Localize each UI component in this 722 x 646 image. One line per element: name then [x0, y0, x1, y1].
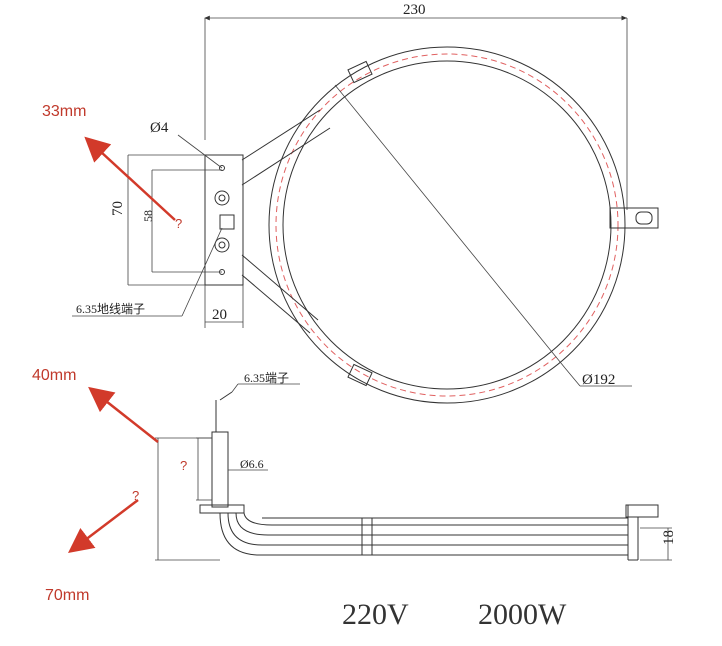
ground-terminal-leader: 6.35地线端子 [72, 227, 223, 317]
ring-diameter-leader: Ø192 [564, 367, 632, 388]
annotation-40mm: 40mm [32, 367, 159, 443]
dimension-20: 20 [204, 285, 244, 328]
side-height-dimension [155, 437, 220, 561]
dimension-230: 230 [204, 2, 628, 210]
dimension-20-label: 20 [212, 307, 227, 323]
mounting-plate [204, 154, 244, 286]
dimension-70-label: 70 [110, 201, 126, 216]
tube-diameter-label: Ø6.6 [240, 457, 264, 471]
annotation-70mm-label: 70mm [45, 587, 89, 604]
dimension-18: 18 [640, 527, 677, 561]
side-view [199, 391, 659, 561]
hole-diameter-leader: Ø4 [150, 120, 223, 169]
ground-terminal-label: 6.35地线端子 [76, 302, 145, 316]
dimension-230-label: 230 [403, 2, 426, 18]
ring-arms [241, 109, 331, 334]
question-mark-mid: ? [180, 458, 187, 473]
voltage-spec: 220V [342, 598, 409, 631]
tube-diameter: Ø6.6 [196, 437, 268, 501]
dimension-58: 58 [141, 169, 222, 273]
dimension-58-label: 58 [141, 210, 155, 222]
dimension-18-label: 18 [661, 530, 677, 545]
terminal-leader: 6.35端子 [231, 371, 300, 393]
hole-diameter-label: Ø4 [150, 120, 169, 136]
terminal-label: 6.35端子 [244, 371, 289, 385]
annotation-33mm: 33mm [42, 103, 176, 221]
power-spec: 2000W [478, 598, 567, 631]
question-mark-top: ? [175, 216, 182, 231]
question-mark-bottom: ? [132, 488, 139, 503]
annotation-70mm: 70mm [45, 499, 139, 604]
ring-diameter-label: Ø192 [582, 372, 615, 388]
annotation-33mm-label: 33mm [42, 103, 86, 120]
annotation-40mm-label: 40mm [32, 367, 76, 384]
heating-ring [268, 46, 659, 404]
